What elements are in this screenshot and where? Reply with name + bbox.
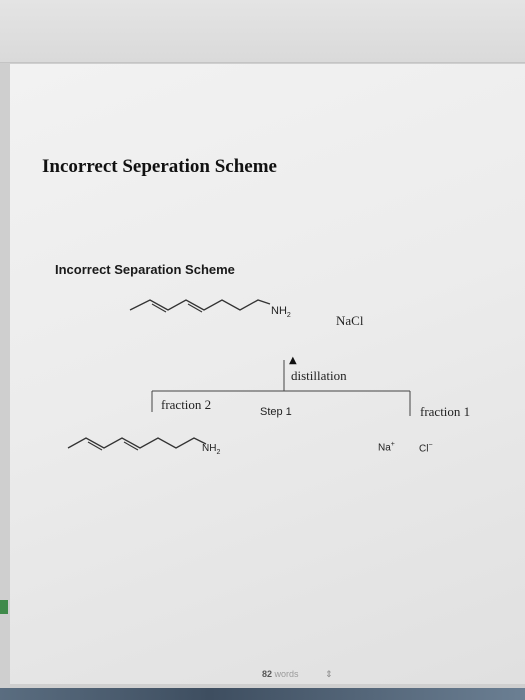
sodium-ion-label: Na+ (378, 441, 395, 454)
window-top-bar (0, 0, 525, 63)
separation-bracket (151, 360, 411, 416)
word-count-unit: words (274, 669, 299, 679)
scheme-title: Incorrect Separation Scheme (55, 262, 235, 277)
distillation-label: distillation (291, 368, 347, 383)
reactant-molecule (129, 299, 271, 313)
document-page (10, 64, 525, 684)
salt-label: NaCl (336, 313, 364, 328)
product-amine-label: NH2 (202, 443, 221, 456)
side-edge-tab (0, 600, 8, 614)
chloride-ion-label: Cl− (419, 442, 433, 455)
fraction-2-label: fraction 2 (161, 397, 212, 412)
word-count-number: 82 (262, 669, 273, 679)
document-heading: Incorrect Seperation Scheme (42, 156, 277, 177)
arrow-head-icon: ▲ (289, 355, 297, 366)
word-count[interactable]: 82 words ⇕ (262, 669, 333, 680)
step-1-label: Step 1 (260, 406, 292, 418)
fraction-1-label: fraction 1 (420, 404, 471, 419)
product-molecule (67, 437, 207, 451)
taskbar (0, 688, 525, 700)
word-count-toggle-icon[interactable]: ⇕ (325, 669, 333, 679)
reactant-amine-label: NH2 (271, 305, 291, 320)
